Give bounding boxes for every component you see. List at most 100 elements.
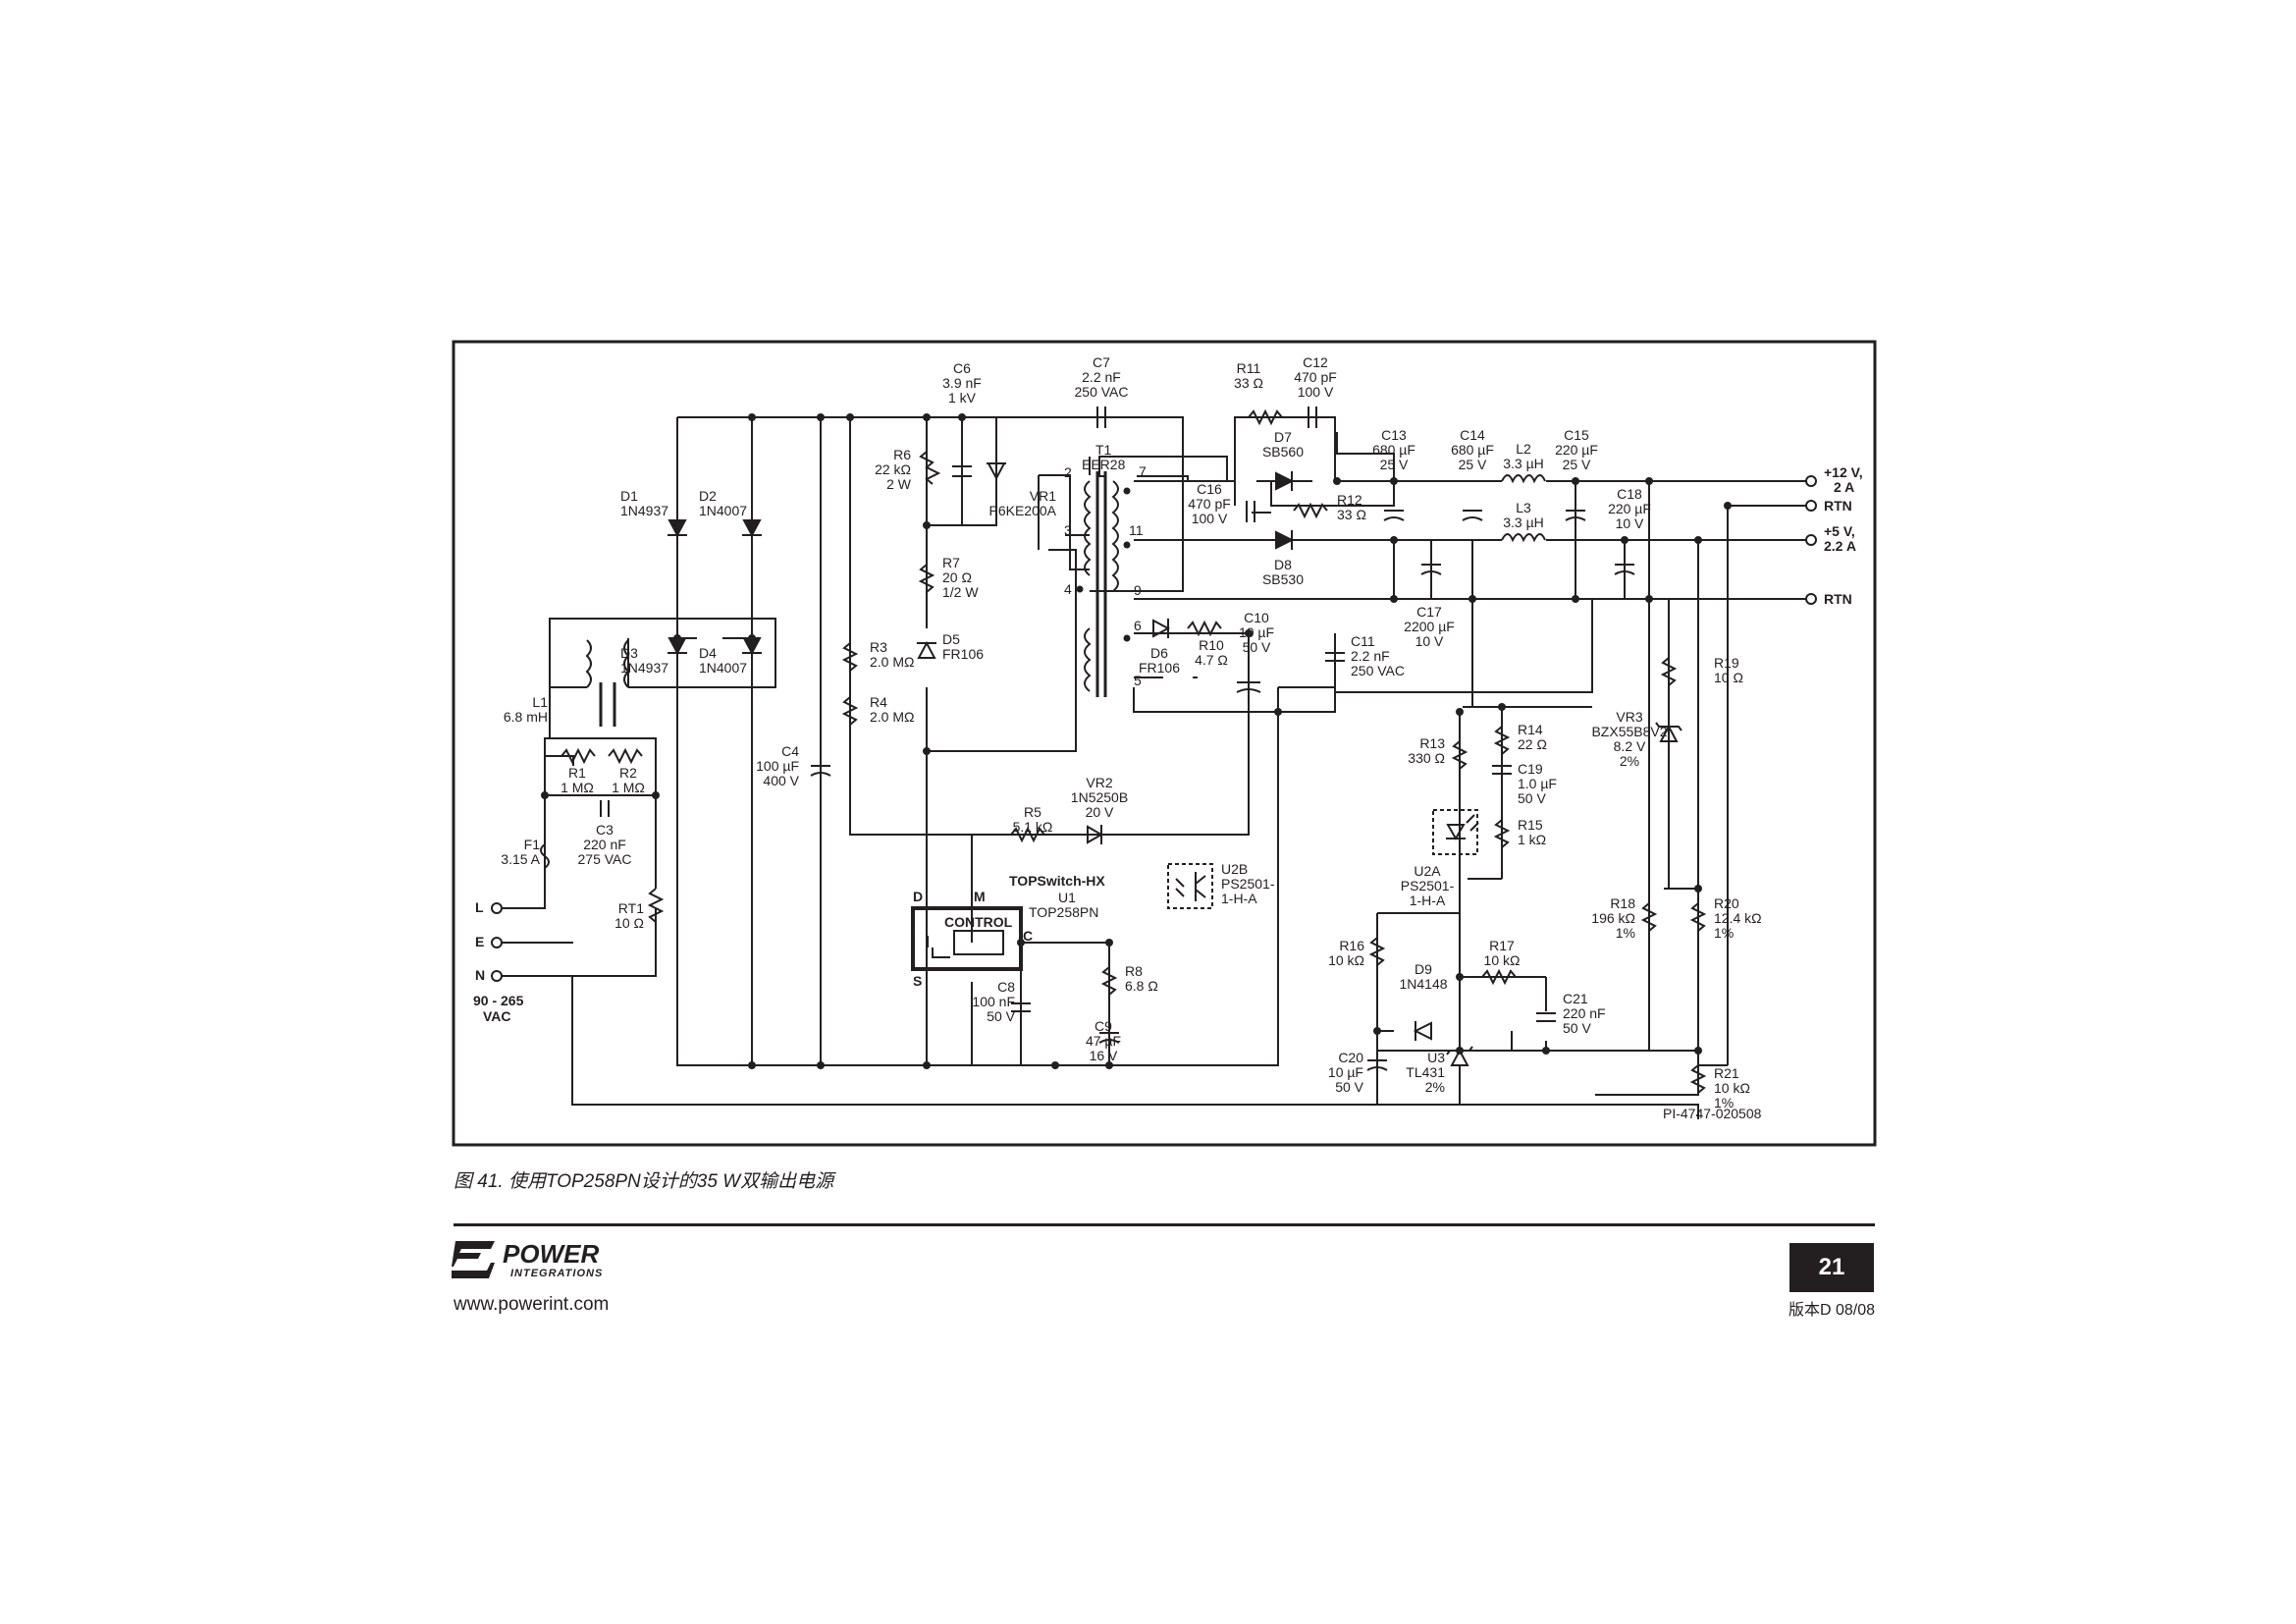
capacitor-c6[interactable] [952,465,972,477]
resistor-r16[interactable] [1368,937,1386,966]
terminal-n[interactable] [491,970,503,982]
label-r5-1: 5.1 kΩ [1013,819,1053,835]
capacitor-c18[interactable] [1614,564,1635,575]
capacitor-c12[interactable] [1308,406,1317,428]
terminal-e[interactable] [491,937,503,948]
terminal-rtn2[interactable] [1805,593,1817,605]
label-d9-1: 1N4148 [1399,976,1447,992]
diode-d6[interactable] [1152,619,1171,638]
shunt-regulator-u3[interactable] [1446,1046,1473,1066]
terminal-l[interactable] [491,902,503,914]
thermistor-rt1[interactable] [647,888,665,923]
label-r5-0: R5 [1024,804,1041,820]
resistor-r17[interactable] [1481,968,1517,986]
diode-d7[interactable] [1275,471,1295,491]
resistor-r1[interactable] [561,747,596,765]
transformer-t1[interactable] [1076,471,1131,697]
t1-pin7: 7 [1139,463,1147,479]
label-vr3-1: BZX55B8V2 [1591,724,1667,739]
capacitor-c10[interactable] [1236,681,1261,693]
capacitor-c4[interactable] [810,765,831,777]
label-r12-0: R12 [1337,492,1362,508]
resistor-r14[interactable] [1493,726,1511,755]
output-terminals [491,475,1817,982]
label-c15-1: 220 µF [1555,442,1598,458]
label-r18-0: R18 [1610,895,1635,911]
inductor-l1[interactable] [585,639,630,727]
resistor-r13[interactable] [1451,740,1468,770]
inductor-l2[interactable] [1501,474,1546,484]
resistor-r15[interactable] [1493,819,1511,848]
resistor-r8[interactable] [1100,966,1118,996]
diode-d4[interactable] [742,637,762,656]
resistor-r10[interactable] [1187,620,1222,637]
capacitor-c20[interactable] [1366,1059,1388,1071]
label-r7-2: 1/2 W [942,584,979,600]
label-r18-1: 196 kΩ [1591,910,1635,926]
t1-pin4: 4 [1064,581,1072,597]
resistor-r2[interactable] [608,747,643,765]
capacitor-c17[interactable] [1420,564,1442,575]
label-vr2-2: 20 V [1086,804,1114,820]
resistor-r7[interactable] [918,564,935,593]
resistor-r5[interactable] [1010,826,1045,843]
label-c13-0: C13 [1381,427,1407,443]
terminal-12v[interactable] [1805,475,1817,487]
diode-d5[interactable] [917,640,936,659]
zener-vr3[interactable] [1655,722,1682,742]
capacitor-c14[interactable] [1462,510,1483,521]
resistor-r12[interactable] [1293,502,1328,519]
label-c6-0: C6 [953,360,971,376]
label-c4-1: 100 µF [756,758,799,774]
label-c9-2: 16 V [1090,1048,1118,1063]
ic-u1[interactable] [911,906,1023,971]
resistor-r11[interactable] [1248,408,1283,426]
inductor-l3[interactable] [1501,533,1546,543]
capacitor-c11[interactable] [1325,652,1345,662]
diode-d9[interactable] [1413,1021,1432,1041]
website-url[interactable]: www.powerint.com [454,1294,610,1315]
label-r16-1: 10 kΩ [1328,952,1364,968]
resistor-r19[interactable] [1660,657,1678,686]
terminal-rtn1[interactable] [1805,500,1817,512]
label-d2-1: 1N4007 [699,503,747,518]
resistor-r18[interactable] [1640,902,1658,932]
label-r15-1: 1 kΩ [1518,832,1546,847]
diode-d1[interactable] [667,519,687,538]
resistor-r3[interactable] [841,642,859,672]
capacitor-c15[interactable] [1565,510,1586,521]
capacitor-c16[interactable] [1246,501,1255,522]
resistor-r21[interactable] [1689,1064,1707,1094]
optocoupler-u2a[interactable] [1432,809,1479,855]
junction-dots [541,413,1732,1069]
optocoupler-u2b[interactable] [1167,863,1213,909]
resistor-r6[interactable] [919,451,941,485]
capacitor-c13[interactable] [1383,510,1405,521]
diode-d8[interactable] [1275,530,1295,550]
capacitor-c21[interactable] [1536,1012,1556,1022]
resistor-r4[interactable] [841,696,859,726]
label-r7-1: 20 Ω [942,569,972,585]
capacitor-c7[interactable] [1096,406,1106,428]
terminal-5v[interactable] [1805,534,1817,546]
t1-part: EER28 [1082,457,1126,472]
label-d7-0: D7 [1274,429,1292,445]
t1-pin2: 2 [1064,464,1072,480]
capacitor-c19[interactable] [1492,765,1512,775]
diode-d3[interactable] [667,637,687,656]
fuse-f1[interactable] [540,843,550,869]
label-r13-0: R13 [1419,735,1445,751]
label-r15-0: R15 [1518,817,1543,833]
label-l1-1: 6.8 mH [504,709,548,725]
capacitor-c9[interactable] [1098,1032,1120,1044]
label-c19-0: C19 [1518,761,1543,777]
capacitor-c8[interactable] [1011,1002,1031,1012]
zener-vr2[interactable] [1087,825,1104,844]
tvs-vr1[interactable] [987,462,1006,481]
label-vr3-3: 2% [1620,753,1639,769]
label-d3-1: 1N4937 [620,660,668,676]
resistor-r20[interactable] [1689,902,1707,932]
diode-d2[interactable] [742,519,762,538]
capacitor-c3[interactable] [600,800,610,817]
